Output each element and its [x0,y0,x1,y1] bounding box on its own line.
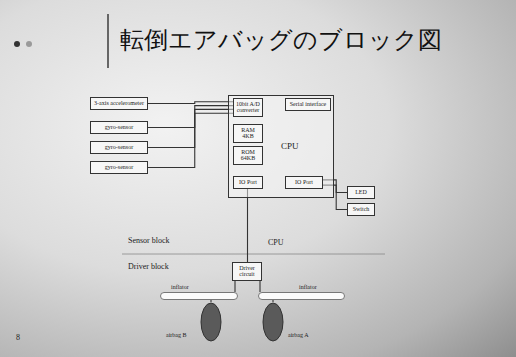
process-box: RAM 4KB [233,124,263,143]
title-bar [107,14,109,68]
node-label: 3-axis accelerometer [93,100,145,106]
node-label: IO Port [236,179,260,185]
signal-wire [247,189,248,262]
node-label: airbag A [288,332,309,338]
process-box: Serial interface [285,98,331,111]
airbag-ellipse [201,303,221,341]
process-box: ROM 64KB [233,146,263,165]
node-label: gyro-sensor [93,164,145,170]
signal-wire [234,281,235,292]
node-label: inflator [299,284,317,290]
airbag-shape: airbag B [200,302,222,342]
signal-wire [272,300,273,302]
node-label: Serial interface [288,101,328,107]
process-box: 10bit A/D converter [233,98,263,117]
cpu-block: CPU 10bit A/D converterRAM 4KB ROM 64KB IO … [228,95,334,198]
signal-wire [148,102,233,104]
node-label: 10bit A/D converter [236,101,260,114]
signal-wire [148,109,233,147]
bullet-dot [14,41,20,47]
airbag-outline [200,302,222,342]
block-label: Sensor block [128,236,170,245]
inflator-band: inflator [160,292,238,300]
process-box: gyro-sensor [90,141,148,154]
airbag-ellipse [263,303,283,341]
node-label: Switch [350,206,372,212]
process-box: Driver circuit [232,262,262,281]
node-label: ROM 64KB [236,149,260,162]
process-box: IO Port [233,176,263,189]
signal-wire [148,113,233,167]
airbag-shape: airbag A [262,302,284,342]
node-label: Driver circuit [235,265,259,278]
process-box: gyro-sensor [90,161,148,174]
bullet-dot [26,41,32,47]
airbag-outline [262,302,284,342]
node-label: LED [350,189,372,195]
node-label: IO Port [288,179,320,185]
block-divider [122,254,385,255]
block-label: 8 [16,333,20,342]
process-box: 3-axis accelerometer [90,97,148,110]
node-label: airbag B [166,332,187,338]
slide-title: 転倒エアバッグのブロック図 [120,24,442,56]
inflator-band: inflator [258,292,345,300]
process-box: Switch [347,203,375,216]
block-label: Driver block [128,262,169,271]
node-label: gyro-sensor [93,144,145,150]
process-box: IO Port [285,176,323,189]
node-label: gyro-sensor [93,124,145,130]
process-box: gyro-sensor [90,121,148,134]
process-box: LED [347,186,375,199]
node-label: RAM 4KB [236,127,260,140]
signal-wire [259,281,260,292]
signal-wire [210,300,211,302]
block-label: CPU [268,238,284,247]
node-label: CPU [281,142,299,151]
node-label: inflator [171,284,189,290]
